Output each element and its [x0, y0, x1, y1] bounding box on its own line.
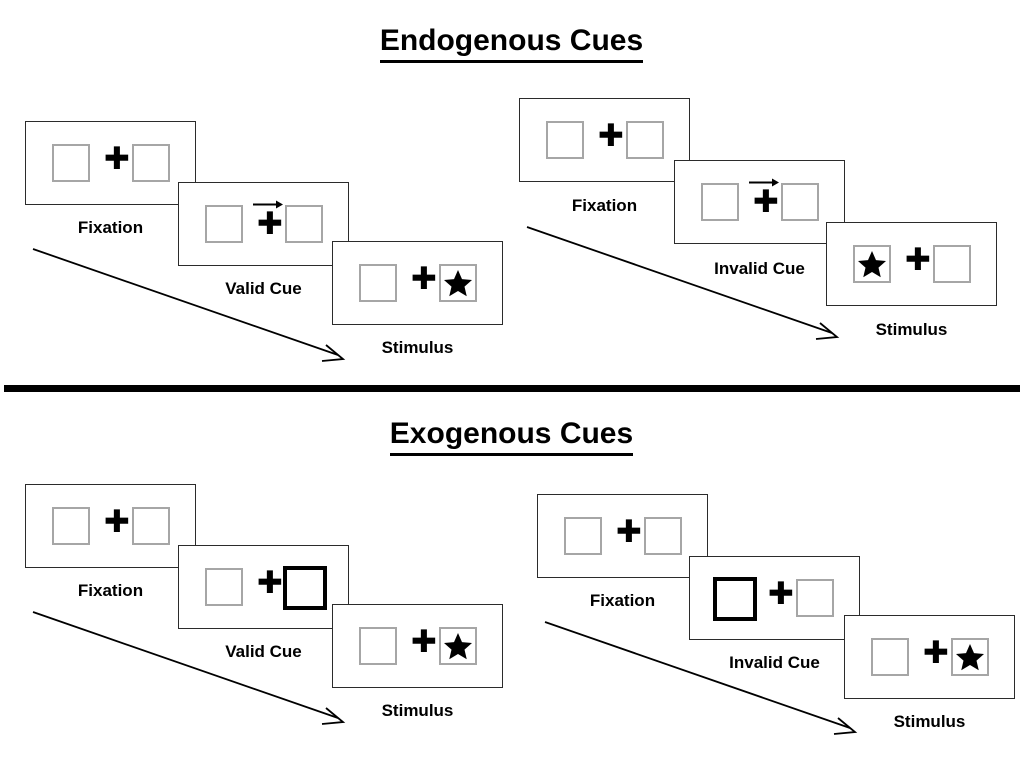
endogenous-invalid-stimulus-label: Stimulus: [875, 320, 948, 339]
endogenous-valid-fixation-label: Fixation: [77, 218, 144, 237]
fixation-cross-icon: ✚: [905, 242, 931, 278]
right-slot: [951, 638, 989, 676]
exogenous-title-text: Exogenous Cues: [389, 417, 634, 456]
endogenous-valid-cue-label: Valid Cue: [225, 279, 302, 298]
fixation-cross-icon: ✚: [768, 576, 794, 612]
right-slot: [439, 627, 477, 665]
right-slot: [644, 517, 682, 555]
left-slot: [853, 245, 891, 283]
left-slot: [359, 264, 397, 302]
endogenous-valid-cue-frame: ✚: [178, 182, 349, 266]
endogenous-valid-stimulus-frame: ✚: [332, 241, 503, 325]
time-flow-arrow-icon: [32, 611, 346, 725]
left-slot: [701, 183, 739, 221]
right-slot: [781, 183, 819, 221]
fixation-cross-icon: ✚: [411, 624, 437, 660]
left-slot: [205, 205, 243, 243]
exogenous-invalid-fixation-frame: ✚: [537, 494, 708, 578]
exogenous-invalid-stimulus-label: Stimulus: [893, 712, 966, 731]
right-slot-cued: [283, 566, 327, 610]
endogenous-section-title: Endogenous Cues: [0, 24, 1023, 63]
right-slot: [796, 579, 834, 617]
exogenous-valid-fixation-frame: ✚: [25, 484, 196, 568]
endogenous-invalid-stimulus-frame: ✚: [826, 222, 997, 306]
endogenous-invalid-fixation-label: Fixation: [571, 196, 638, 215]
exogenous-invalid-stimulus-frame: ✚: [844, 615, 1015, 699]
fixation-cross-icon: ✚: [257, 565, 283, 601]
fixation-cross-icon: ✚: [104, 504, 130, 540]
exogenous-valid-fixation-label: Fixation: [77, 581, 144, 600]
fixation-cross-icon: ✚: [598, 118, 624, 154]
exogenous-valid-stimulus-label: Stimulus: [381, 701, 454, 720]
right-slot: [626, 121, 664, 159]
fixation-cross-icon: ✚: [411, 261, 437, 297]
exogenous-valid-cue-label: Valid Cue: [225, 642, 302, 661]
arrow-right-cue-icon: [749, 178, 779, 187]
left-slot: [564, 517, 602, 555]
right-slot: [439, 264, 477, 302]
left-slot: [359, 627, 397, 665]
fixation-cross-icon: ✚: [616, 514, 642, 550]
left-slot: [546, 121, 584, 159]
exogenous-valid-cue-frame: ✚: [178, 545, 349, 629]
time-flow-arrow-icon: [32, 248, 346, 362]
fixation-cross-icon: ✚: [104, 141, 130, 177]
endogenous-valid-fixation-frame: ✚: [25, 121, 196, 205]
right-slot: [132, 144, 170, 182]
left-slot-cued: [713, 577, 757, 621]
time-flow-arrow-icon: [526, 226, 840, 340]
right-slot: [285, 205, 323, 243]
endogenous-invalid-cue-label: Invalid Cue: [714, 259, 805, 278]
endogenous-title-text: Endogenous Cues: [379, 24, 644, 63]
time-flow-arrow-icon: [544, 621, 858, 735]
right-slot: [132, 507, 170, 545]
left-slot: [205, 568, 243, 606]
endogenous-invalid-fixation-frame: ✚: [519, 98, 690, 182]
exogenous-invalid-cue-label: Invalid Cue: [729, 653, 820, 672]
exogenous-invalid-cue-frame: ✚: [689, 556, 860, 640]
left-slot: [52, 507, 90, 545]
exogenous-valid-stimulus-frame: ✚: [332, 604, 503, 688]
right-slot: [933, 245, 971, 283]
fixation-cross-icon: ✚: [257, 206, 283, 242]
endogenous-valid-stimulus-label: Stimulus: [381, 338, 454, 357]
left-slot: [871, 638, 909, 676]
left-slot: [52, 144, 90, 182]
exogenous-invalid-fixation-label: Fixation: [589, 591, 656, 610]
section-divider: [4, 385, 1020, 392]
fixation-cross-icon: ✚: [753, 184, 779, 220]
endogenous-invalid-cue-frame: ✚: [674, 160, 845, 244]
fixation-cross-icon: ✚: [923, 635, 949, 671]
arrow-right-cue-icon: [253, 200, 283, 209]
exogenous-section-title: Exogenous Cues: [0, 417, 1023, 456]
